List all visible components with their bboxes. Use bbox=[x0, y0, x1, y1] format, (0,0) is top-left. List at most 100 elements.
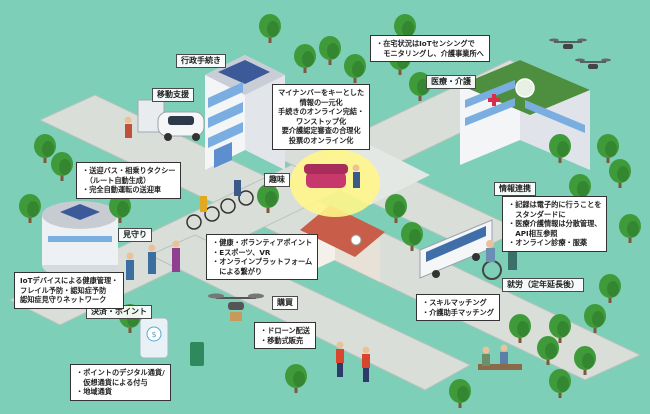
tree-trunk bbox=[294, 384, 298, 393]
drone-delivery bbox=[208, 293, 264, 321]
tree bbox=[344, 54, 366, 83]
tree bbox=[51, 152, 73, 181]
sofa-back bbox=[304, 164, 348, 174]
box-drone-line: ・ドローン配送 bbox=[260, 326, 310, 335]
box-transport: ・送迎バス・相乗りタクシー （ルート自動生成） ・完全自動運転の送迎車 bbox=[76, 162, 182, 199]
tree-shade bbox=[627, 221, 639, 237]
gov-solar-panels bbox=[218, 60, 270, 84]
kiosk-coin bbox=[146, 326, 162, 342]
tree-trunk bbox=[618, 179, 622, 188]
tree-trunk bbox=[546, 356, 550, 365]
person-elderly-body bbox=[125, 124, 132, 138]
gov-window-band-2 bbox=[208, 102, 243, 128]
tree-shade bbox=[265, 191, 277, 207]
tree bbox=[619, 214, 641, 243]
box-transport-line: ・完全自動運転の送迎車 bbox=[82, 185, 162, 195]
person-body bbox=[500, 352, 508, 364]
bike-wheel bbox=[220, 198, 236, 214]
box-hobby-line: ・オンラインプラットフォーム bbox=[212, 257, 313, 267]
box-hobby-line: ・健康・ボランティアポイント bbox=[212, 238, 313, 247]
box-mynumber-line: マイナンバーをキーとした bbox=[278, 88, 365, 97]
tree-shade bbox=[27, 201, 39, 217]
box-mynumber-line: 情報の一元化 bbox=[299, 97, 343, 107]
box-hobby: ・健康・ボランティアポイント ・Eスポーツ、VR ・オンラインプラットフォーム … bbox=[206, 234, 319, 281]
hobby-spotlight bbox=[290, 149, 380, 217]
tree-shade bbox=[557, 376, 569, 392]
box-records-line: API相互参照 bbox=[508, 228, 558, 238]
runner-legs bbox=[337, 363, 343, 377]
tree-trunk bbox=[266, 204, 270, 213]
tree bbox=[597, 134, 619, 163]
gov-window-band-3 bbox=[208, 122, 243, 148]
tree-shade bbox=[545, 343, 557, 359]
tree-shade bbox=[117, 201, 129, 217]
box-skill-line: ・スキルマッチング bbox=[422, 298, 487, 307]
tree bbox=[259, 14, 281, 43]
car-window bbox=[168, 116, 194, 125]
box-home-iot: ・在宅状況はIoTセンシングで モニタリングし、介護事業所へ bbox=[370, 35, 490, 63]
tree-shade bbox=[517, 321, 529, 337]
tree-shade bbox=[42, 141, 54, 157]
wheelchair-user-body bbox=[486, 248, 495, 262]
tree-trunk bbox=[458, 399, 462, 408]
kiosk-coin-symbol: $ bbox=[151, 330, 156, 339]
tree bbox=[609, 159, 631, 188]
tree-trunk bbox=[593, 324, 597, 333]
tree bbox=[385, 194, 407, 223]
gov-entrance bbox=[214, 142, 232, 168]
tree-trunk bbox=[628, 234, 632, 243]
tree-trunk bbox=[60, 172, 64, 181]
box-records-line: スタンダードに bbox=[508, 209, 566, 219]
tree bbox=[285, 364, 307, 393]
tree-shade bbox=[592, 311, 604, 327]
tree-trunk bbox=[28, 214, 32, 223]
wheelchair-user-head bbox=[486, 240, 494, 248]
box-transport-line: （ルート自動生成） bbox=[82, 175, 151, 185]
runner-body bbox=[336, 349, 344, 363]
cyl-solar bbox=[60, 204, 100, 220]
drone-body bbox=[588, 64, 598, 69]
box-home-iot-line: モニタリングし、介護事業所へ bbox=[376, 48, 484, 58]
box-points-line: ・地域通貨 bbox=[76, 387, 112, 397]
tree-trunk bbox=[583, 366, 587, 375]
mobility-area bbox=[124, 99, 205, 141]
box-records-line: ・医療介護情報は分散管理、 bbox=[508, 219, 602, 229]
tree-shade bbox=[352, 61, 364, 77]
box-iot-health-line: IoTデバイスによる健康管理・ bbox=[20, 276, 119, 285]
drone-rotor-right bbox=[248, 293, 264, 299]
tree-shade bbox=[293, 371, 305, 387]
tree-trunk bbox=[328, 56, 332, 65]
tree bbox=[449, 379, 471, 408]
drone-rotor-right bbox=[577, 38, 587, 42]
runner-head bbox=[362, 346, 370, 354]
box-iot-health-line: フレイル予防・認知症予防 bbox=[20, 285, 107, 295]
tree bbox=[537, 336, 559, 365]
tree bbox=[34, 134, 56, 163]
tree bbox=[599, 274, 621, 303]
person-head bbox=[500, 344, 508, 352]
box-records-line: ・オンライン診療・服薬 bbox=[508, 238, 588, 248]
person-head bbox=[172, 240, 180, 248]
person-body bbox=[172, 248, 180, 272]
label-watch: 見守り bbox=[118, 228, 152, 242]
tree-shade bbox=[302, 51, 314, 67]
tree bbox=[549, 134, 571, 163]
tree-trunk bbox=[128, 324, 132, 333]
tree-shade bbox=[557, 321, 569, 337]
tree bbox=[574, 346, 596, 375]
drone-top-right-2 bbox=[575, 58, 611, 69]
bike-wheel bbox=[204, 206, 220, 222]
drone-rotor-right bbox=[601, 58, 611, 62]
gov-window-band-1 bbox=[208, 82, 243, 108]
label-gov: 行政手続き bbox=[176, 54, 226, 68]
box-iot-health: IoTデバイスによる健康管理・ フレイル予防・認知症予防 認知症見守りネットワー… bbox=[14, 272, 125, 309]
tree-shade bbox=[327, 43, 339, 59]
drone-top-right bbox=[549, 38, 587, 49]
drone-body bbox=[563, 44, 573, 49]
tree-shade bbox=[577, 181, 589, 197]
label-shopping: 購買 bbox=[272, 296, 298, 310]
box-points-line: 仮想通貨による付与 bbox=[76, 377, 148, 387]
bike-wheel bbox=[238, 190, 254, 206]
tree-trunk bbox=[606, 154, 610, 163]
